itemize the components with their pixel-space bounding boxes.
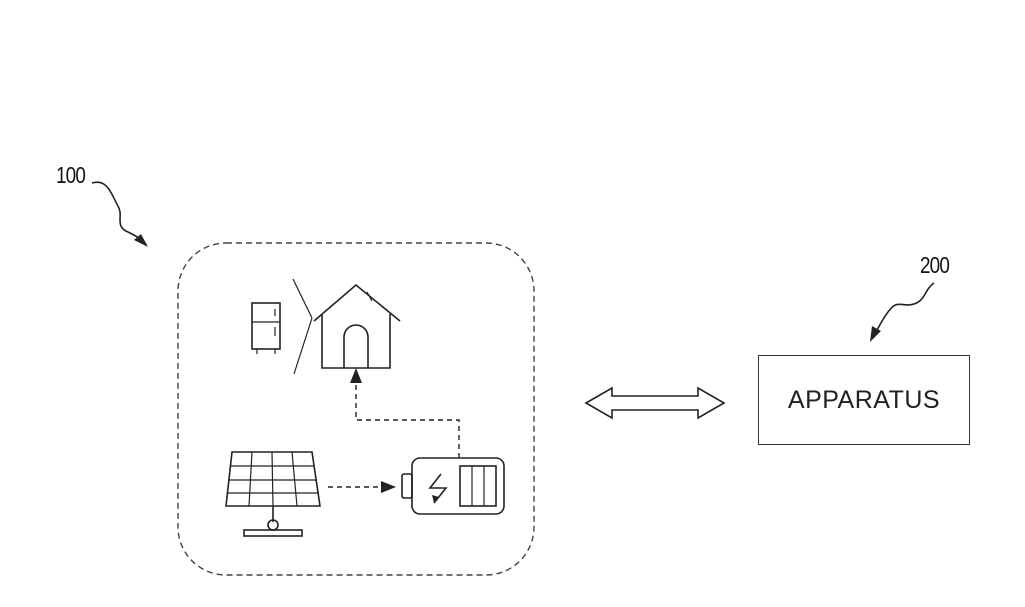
battery-icon	[402, 458, 504, 514]
ref-200-leader	[874, 283, 934, 336]
solar-to-battery-arrow	[328, 481, 396, 493]
system-reference-label: 100	[56, 162, 85, 189]
ref-100-leader	[92, 182, 146, 244]
apparatus-reference-label: 200	[920, 252, 949, 279]
refrigerator-icon	[252, 303, 280, 354]
bidirectional-arrow-icon	[586, 388, 724, 418]
house-icon	[314, 285, 400, 368]
solar-panel-icon	[226, 452, 320, 536]
apparatus-box: APPARATUS	[758, 355, 970, 445]
apparatus-label: APPARATUS	[788, 386, 940, 415]
battery-to-house-arrow	[350, 368, 459, 458]
ref-200-leader-arrowhead	[870, 326, 881, 342]
system-boundary	[178, 243, 534, 575]
appliance-house-link	[293, 279, 312, 374]
